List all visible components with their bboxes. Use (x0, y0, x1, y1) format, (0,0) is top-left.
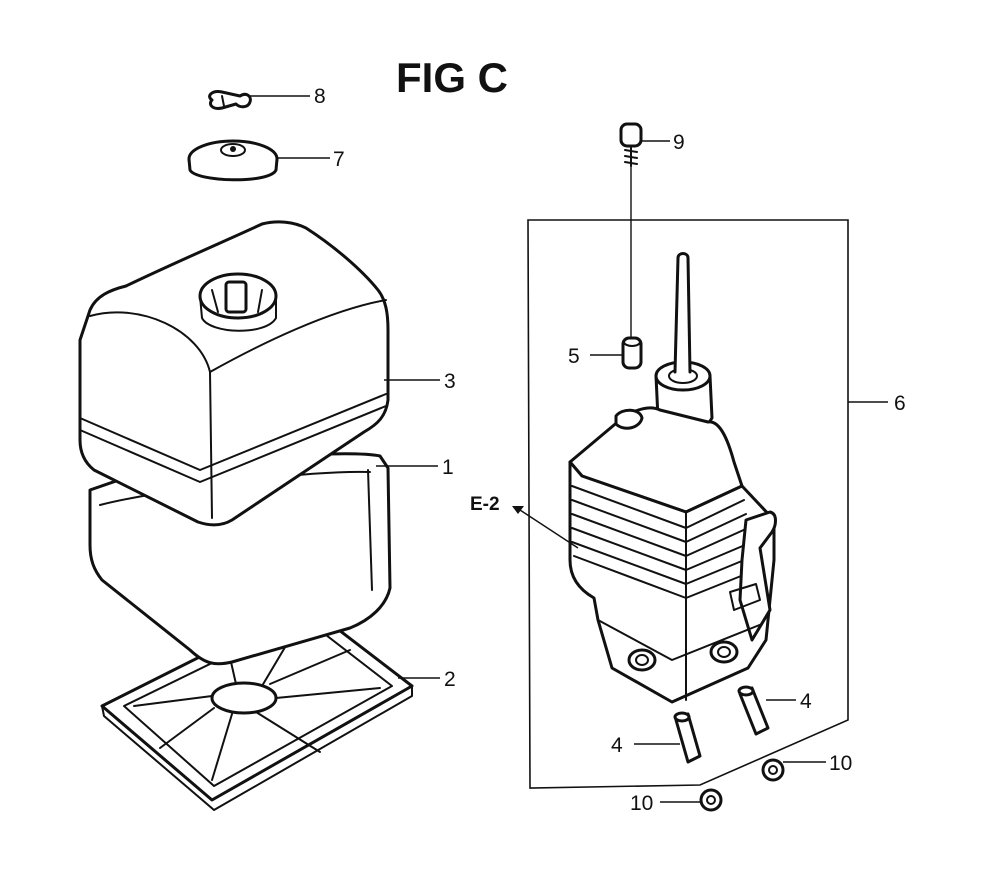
callout-8: 8 (314, 85, 326, 108)
figure-title: FIG C (396, 54, 508, 101)
leader-e2 (519, 509, 579, 549)
callout-3: 3 (444, 370, 456, 393)
callout-1: 1 (442, 456, 454, 479)
callout-6: 6 (894, 392, 906, 415)
callout-7: 7 (333, 148, 345, 171)
wing-nut (208, 90, 252, 110)
callout-4-left: 4 (611, 734, 623, 757)
air-cleaner-cover (78, 220, 390, 527)
collar (621, 336, 643, 370)
bolt (619, 122, 643, 167)
reference-label: E-2 (470, 494, 500, 515)
nut-right (761, 758, 785, 782)
assembly-frame (527, 219, 849, 789)
callout-4-right: 4 (800, 690, 812, 713)
callout-5: 5 (568, 345, 580, 368)
seal-washer (187, 139, 279, 182)
reference-arrow-icon (512, 506, 524, 514)
cleaner-case (568, 252, 777, 704)
callout-2: 2 (444, 668, 456, 691)
callout-10-right: 10 (829, 752, 852, 775)
callout-9: 9 (673, 131, 685, 154)
pin-left (673, 711, 702, 764)
pin-right (737, 685, 770, 736)
callout-10-bottom: 10 (630, 792, 653, 815)
nut-bottom (699, 788, 723, 812)
